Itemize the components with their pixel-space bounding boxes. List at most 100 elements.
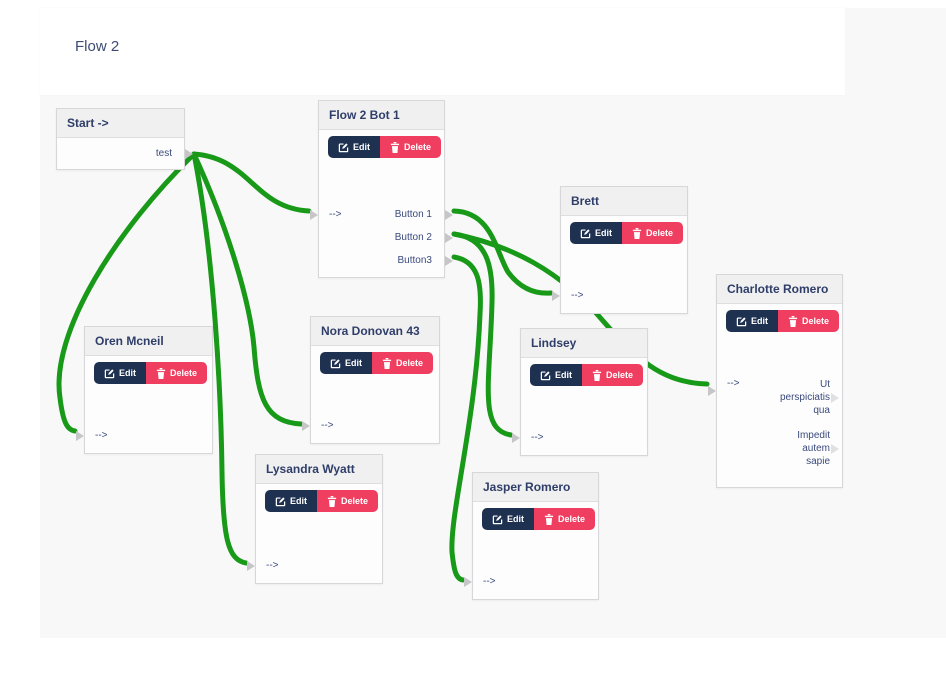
edit-button-label: Edit	[751, 316, 768, 326]
connection[interactable]	[56, 151, 197, 434]
connection[interactable]	[451, 231, 514, 438]
output-label: Button 2	[394, 232, 432, 243]
trash-icon	[544, 513, 554, 525]
edit-button-label: Edit	[507, 514, 524, 524]
input-port[interactable]	[310, 209, 318, 220]
spacer	[561, 248, 687, 284]
spacer	[473, 534, 598, 570]
node-title: Nora Donovan 43	[311, 317, 439, 346]
delete-button[interactable]: Delete	[317, 490, 379, 512]
edit-button[interactable]: Edit	[570, 222, 622, 244]
node-title: Charlotte Romero	[717, 275, 842, 304]
delete-button[interactable]: Delete	[146, 362, 208, 384]
input-port[interactable]	[247, 560, 255, 571]
node-body: Edit Delete -->	[76, 356, 212, 455]
trash-icon	[632, 227, 642, 239]
output-row: Button3	[319, 249, 453, 272]
node-start[interactable]: Start ->test	[56, 108, 193, 171]
connection[interactable]	[191, 151, 312, 214]
edit-button[interactable]: Edit	[94, 362, 146, 384]
pencil-square-icon	[338, 142, 349, 152]
pencil-square-icon	[330, 358, 341, 368]
connection[interactable]	[191, 151, 249, 566]
input-label: -->	[571, 290, 584, 301]
input-port[interactable]	[76, 430, 84, 441]
node-nora[interactable]: Nora Donovan 43 Edit Delete -->	[302, 316, 440, 444]
node-title: Brett	[561, 187, 687, 216]
input-label: -->	[321, 420, 334, 431]
spacer	[319, 162, 444, 203]
output-row: Button 2	[319, 226, 453, 249]
delete-button-label: Delete	[606, 370, 634, 380]
pencil-square-icon	[104, 368, 115, 378]
node-buttons: Edit Delete	[319, 130, 444, 162]
edit-button[interactable]: Edit	[320, 352, 372, 374]
node-buttons: Edit Delete	[473, 502, 598, 534]
input-port[interactable]	[464, 576, 472, 587]
pencil-square-icon	[580, 228, 591, 238]
delete-button-label: Delete	[396, 358, 424, 368]
edit-button[interactable]: Edit	[482, 508, 534, 530]
node-buttons: Edit Delete	[311, 346, 439, 378]
connection[interactable]	[449, 254, 483, 583]
page-title: Flow 2	[75, 38, 120, 55]
edit-button-label: Edit	[119, 368, 136, 378]
input-port[interactable]	[512, 432, 520, 443]
edit-button[interactable]: Edit	[328, 136, 380, 158]
input-port[interactable]	[552, 290, 560, 301]
connection[interactable]	[451, 208, 554, 296]
node-title: Lindsey	[521, 329, 647, 358]
delete-button[interactable]: Delete	[372, 352, 434, 374]
input-row: -->	[247, 554, 382, 577]
spacer	[521, 390, 647, 426]
delete-button-label: Delete	[170, 368, 198, 378]
delete-button[interactable]: Delete	[582, 364, 644, 386]
delete-button-label: Delete	[646, 228, 674, 238]
node-body: test	[57, 138, 193, 171]
node-body: Edit Delete -->	[464, 502, 598, 601]
node-buttons: Edit Delete	[521, 358, 647, 390]
input-label: -->	[483, 576, 496, 587]
edit-button-label: Edit	[353, 142, 370, 152]
input-row: -->	[302, 414, 439, 437]
output-port[interactable]	[831, 443, 839, 454]
edit-button-label: Edit	[345, 358, 362, 368]
input-port[interactable]	[708, 386, 716, 396]
output-label: Button3	[397, 255, 432, 266]
delete-button[interactable]: Delete	[534, 508, 596, 530]
header-card: Flow 2	[40, 8, 845, 95]
input-port[interactable]	[302, 420, 310, 431]
delete-button[interactable]: Delete	[380, 136, 442, 158]
connection[interactable]	[451, 231, 710, 387]
output-label: Button 1	[394, 209, 432, 220]
connection[interactable]	[191, 151, 304, 427]
trash-icon	[327, 495, 337, 507]
spacer	[85, 388, 212, 424]
input-row: -->	[76, 424, 212, 447]
input-row: -->	[464, 570, 598, 593]
output-port[interactable]	[185, 148, 193, 159]
edit-button[interactable]: Edit	[530, 364, 582, 386]
output-port[interactable]	[445, 232, 453, 243]
output-port[interactable]	[831, 392, 839, 403]
output-label: Impedit autem sapie	[768, 429, 839, 468]
delete-button[interactable]: Delete	[778, 310, 840, 332]
edit-button[interactable]: Edit	[726, 310, 778, 332]
output-port[interactable]	[445, 255, 453, 266]
delete-button[interactable]: Delete	[622, 222, 684, 244]
node-buttons: Edit Delete	[85, 356, 212, 388]
edit-button[interactable]: Edit	[265, 490, 317, 512]
node-title: Start ->	[57, 109, 184, 138]
output-port[interactable]	[445, 209, 453, 220]
